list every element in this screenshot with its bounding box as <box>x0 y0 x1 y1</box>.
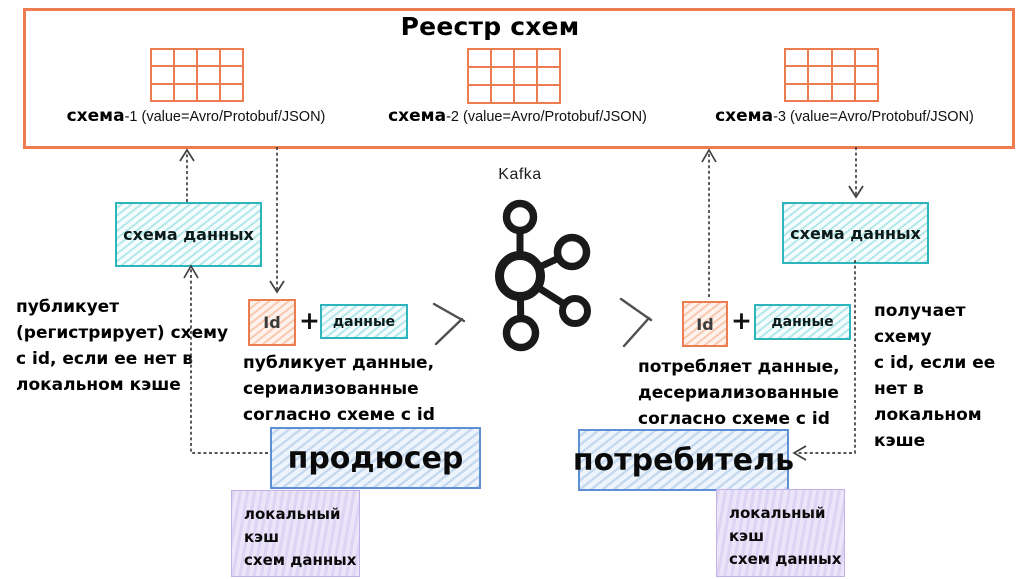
consumer-id-box: Id <box>682 301 728 347</box>
chevron-right-icon <box>432 302 466 346</box>
schema-table-icon <box>784 48 879 102</box>
chevron-right-icon <box>619 297 653 348</box>
schema-3-name: схема <box>715 106 774 126</box>
kafka-label: Kafka <box>498 166 542 183</box>
arrow-registry-to-consumer-schema <box>848 147 864 199</box>
producer-data-box: данные <box>320 304 408 339</box>
producer-plus-sign: + <box>299 306 320 335</box>
schema-2-label: схема-2 (value=Avro/Protobuf/JSON) <box>360 106 675 126</box>
schema-table-icon <box>467 48 561 104</box>
arrow-consumer-id-to-registry <box>701 148 717 297</box>
arrow-producer-schema-to-registry <box>179 148 195 202</box>
schema-1-detail: -1 (value=Avro/Protobuf/JSON) <box>124 109 326 125</box>
registry-title: Реестр схем <box>400 12 580 41</box>
schema-3-label: схема-3 (value=Avro/Protobuf/JSON) <box>672 106 1017 126</box>
consumer-local-cache-box: локальный кэш схем данных <box>716 489 845 577</box>
arrow-registry-to-producer-id <box>269 147 285 294</box>
producer-box: продюсер <box>270 427 481 489</box>
producer-schema-box: схема данных <box>115 202 262 267</box>
producer-flow-note: публикует данные, сериализованные соглас… <box>243 353 435 425</box>
producer-local-cache-box: локальный кэш схем данных <box>231 490 360 577</box>
kafka-logo-icon <box>495 199 591 352</box>
schema-1-name: схема <box>66 106 125 126</box>
consumer-schema-box: схема данных <box>782 202 929 264</box>
consumer-fetch-note: получает схему с id, если ее нет в локал… <box>874 301 996 451</box>
schema-table-icon <box>150 48 244 102</box>
consumer-plus-sign: + <box>731 306 752 335</box>
consumer-data-box: данные <box>754 304 851 340</box>
schema-2-detail: -2 (value=Avro/Protobuf/JSON) <box>446 109 647 125</box>
schema-3-detail: -3 (value=Avro/Protobuf/JSON) <box>773 109 974 125</box>
consumer-box: потребитель <box>573 429 794 491</box>
consumer-flow-note: потребляет данные, десериализованные сог… <box>638 357 840 429</box>
schema-1-label: схема-1 (value=Avro/Protobuf/JSON) <box>30 106 362 126</box>
schema-2-name: схема <box>388 106 447 126</box>
